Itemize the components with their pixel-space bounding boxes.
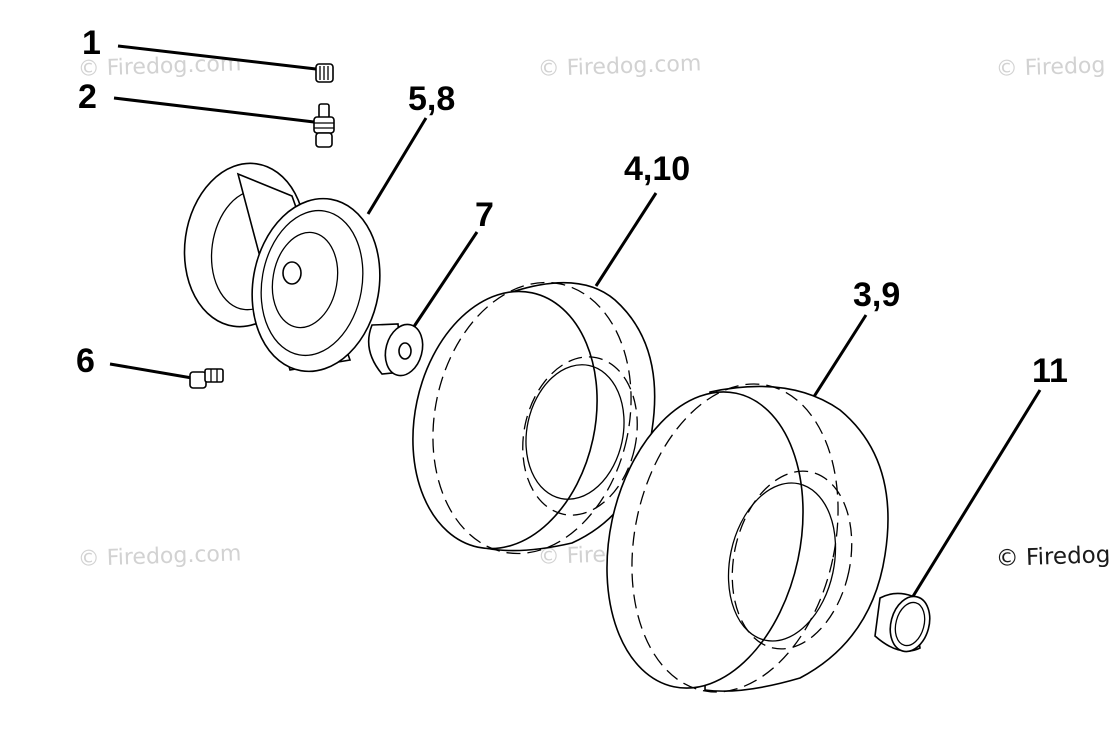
- rim-part: [183, 162, 381, 373]
- front-tire-bead: [525, 364, 625, 500]
- leader-line: [910, 389, 1042, 599]
- watermark: © Firedog.com: [537, 51, 701, 82]
- leader-lines: [109, 44, 1042, 599]
- callout-valve-stem: 2: [78, 78, 97, 116]
- grease-fitting-head: [189, 371, 207, 389]
- hub-cap-part: [874, 592, 931, 653]
- leader-line: [806, 314, 868, 407]
- front-tire-part: [412, 281, 656, 555]
- callout-bushing: 7: [475, 196, 494, 234]
- valve-stem-tip: [318, 103, 330, 119]
- bushing-hole: [398, 342, 412, 360]
- callout-hub-cap: 11: [1032, 352, 1068, 390]
- rear-tire-bead: [727, 482, 837, 642]
- valve-stem-part: [313, 103, 335, 148]
- callout-rear-tire: 3,9: [853, 276, 900, 314]
- leader-line: [411, 231, 479, 329]
- grease-fitting-shaft: [204, 368, 224, 383]
- leader-line: [117, 44, 317, 71]
- hub-cap-rim: [894, 601, 926, 647]
- valve-stem-base: [315, 132, 333, 148]
- watermark: © Firedog.com: [77, 51, 241, 82]
- watermark: © Firedog: [995, 542, 1110, 572]
- rim-hub-hole: [282, 261, 302, 285]
- hub-cap-face: [889, 595, 931, 653]
- rear-tire-inner-dash: [731, 470, 853, 650]
- rim-center-ring: [271, 231, 339, 329]
- grease-fitting-part: [189, 368, 224, 389]
- callout-valve-cap: 1: [82, 24, 101, 62]
- rear-tire-dash: [631, 383, 839, 693]
- rear-tire-part: [606, 383, 889, 693]
- watermark: © Firedog: [995, 53, 1105, 82]
- valve-cap-part: [315, 63, 334, 83]
- watermark: © Firedog.com: [77, 541, 241, 572]
- bushing-part: [367, 323, 424, 377]
- rim-front-ring: [260, 209, 364, 357]
- rear-tire-sidewall: [606, 391, 804, 689]
- leader-line: [113, 96, 315, 124]
- valve-stem-body: [313, 116, 335, 134]
- front-tire-inner-dash: [522, 356, 638, 516]
- front-tire-sidewall: [412, 290, 598, 550]
- callout-rim: 5,8: [408, 80, 455, 118]
- leader-line: [366, 117, 428, 215]
- callout-labels: 1 2 5,8 7 4,10 3,9 11 6: [76, 24, 1068, 390]
- callout-front-tire: 4,10: [624, 150, 690, 188]
- front-tire-dash: [432, 281, 632, 555]
- leader-line: [594, 192, 658, 287]
- callout-grease-fitting: 6: [76, 342, 95, 380]
- leader-line: [109, 362, 193, 380]
